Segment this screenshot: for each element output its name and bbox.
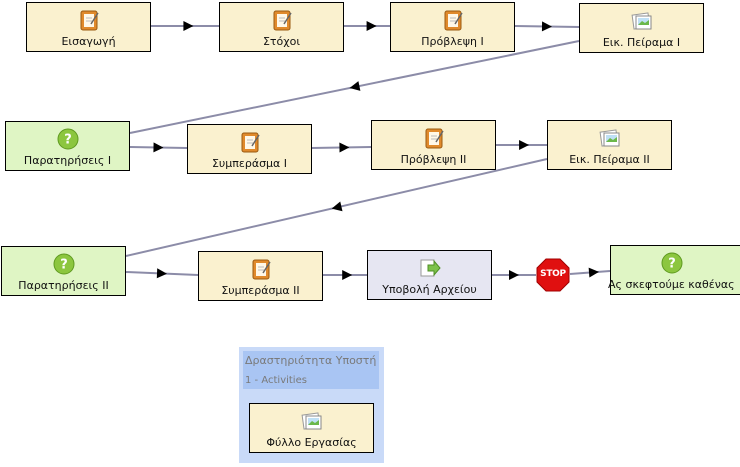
edge-prediction1-virtual1-arrowhead <box>541 21 552 32</box>
edge-virtual2-observations2-arrowhead <box>331 201 343 212</box>
edge-conclusion1-prediction2-arrowhead <box>339 142 350 153</box>
activity-label: Εικ. Πείραμα ΙΙ <box>569 153 650 166</box>
edge-observations1-conclusion1-arrowhead <box>153 142 164 153</box>
notebook-icon <box>241 132 260 153</box>
activity-label: Πρόβλεψη ΙΙ <box>400 153 467 166</box>
image-icon <box>631 12 651 30</box>
activity-observations-1[interactable]: ? Παρατηρήσεις Ι <box>5 121 130 171</box>
activity-label: Πρόβλεψη Ι <box>421 35 484 48</box>
edge-prediction2-virtual2-arrowhead <box>519 140 530 150</box>
edge-goals-prediction1-arrowhead <box>366 21 377 31</box>
activity-worksheet[interactable]: Φύλλο Εργασίας <box>249 403 374 453</box>
activity-virtual-experiment-1[interactable]: Εικ. Πείραμα Ι <box>579 3 704 53</box>
activity-label: Συμπεράσμα ΙΙ <box>221 284 300 297</box>
notebook-icon <box>444 10 463 31</box>
support-activity-title: Δραστηριότητα Υποστή <box>245 354 377 367</box>
submit-arrow-icon <box>420 259 441 277</box>
edge-observations2-conclusion2-arrowhead <box>156 268 167 279</box>
question-icon: ? <box>57 128 78 150</box>
edge-intro-goals-arrowhead <box>183 21 194 31</box>
notebook-icon <box>273 10 292 31</box>
activity-reflection[interactable]: ? Ας σκεφτούμε καθένας <box>608 245 740 295</box>
stop-sign-icon <box>536 258 570 292</box>
support-activity-panel[interactable]: Δραστηριότητα Υποστή 1 - Activities Φύλλ… <box>239 347 384 463</box>
svg-text:?: ? <box>60 258 68 273</box>
stop-label: STOP <box>540 269 566 279</box>
support-activity-subtitle: 1 - Activities <box>245 375 307 386</box>
activity-introduction[interactable]: Εισαγωγή <box>26 2 151 52</box>
activity-label: Εικ. Πείραμα Ι <box>602 36 681 49</box>
question-icon: ? <box>53 253 74 275</box>
image-icon <box>301 412 321 430</box>
activity-label: Συμπεράσμα Ι <box>211 157 288 170</box>
activity-label: Στόχοι <box>262 35 301 48</box>
svg-text:?: ? <box>64 133 72 148</box>
notebook-icon <box>425 128 444 149</box>
activity-conclusion-1[interactable]: Συμπεράσμα Ι <box>187 124 312 174</box>
activity-virtual-experiment-2[interactable]: Εικ. Πείραμα ΙΙ <box>547 120 672 170</box>
edge-virtual1-observations1-arrowhead <box>349 81 361 91</box>
activity-prediction-1[interactable]: Πρόβλεψη Ι <box>390 2 515 52</box>
activity-label: Εισαγωγή <box>61 35 116 48</box>
notebook-icon <box>252 259 271 280</box>
activity-label: Φύλλο Εργασίας <box>266 436 357 449</box>
activity-observations-2[interactable]: ? Παρατηρήσεις ΙΙ <box>1 246 126 296</box>
activity-prediction-2[interactable]: Πρόβλεψη ΙΙ <box>371 120 496 170</box>
activity-label: Παρατηρήσεις ΙΙ <box>18 279 109 292</box>
notebook-icon <box>80 10 99 31</box>
activity-submit-file[interactable]: Υποβολή Αρχείου <box>367 250 492 300</box>
edge-conclusion2-submit-arrowhead <box>342 270 353 280</box>
activity-label: Υποβολή Αρχείου <box>382 283 477 296</box>
activity-label: Ας σκεφτούμε καθένας <box>608 278 735 291</box>
edge-stop-reflection-arrowhead <box>588 267 599 278</box>
svg-text:?: ? <box>668 257 676 272</box>
activity-goals[interactable]: Στόχοι <box>219 2 344 52</box>
activity-label: Παρατηρήσεις Ι <box>23 154 112 167</box>
support-activity-header: Δραστηριότητα Υποστή 1 - Activities <box>243 351 379 389</box>
activity-conclusion-2[interactable]: Συμπεράσμα ΙΙ <box>198 251 323 301</box>
question-icon: ? <box>661 252 683 274</box>
stop-gate[interactable]: STOP <box>536 258 570 292</box>
edge-submit-stop-arrowhead <box>509 270 519 280</box>
image-icon <box>599 129 619 147</box>
